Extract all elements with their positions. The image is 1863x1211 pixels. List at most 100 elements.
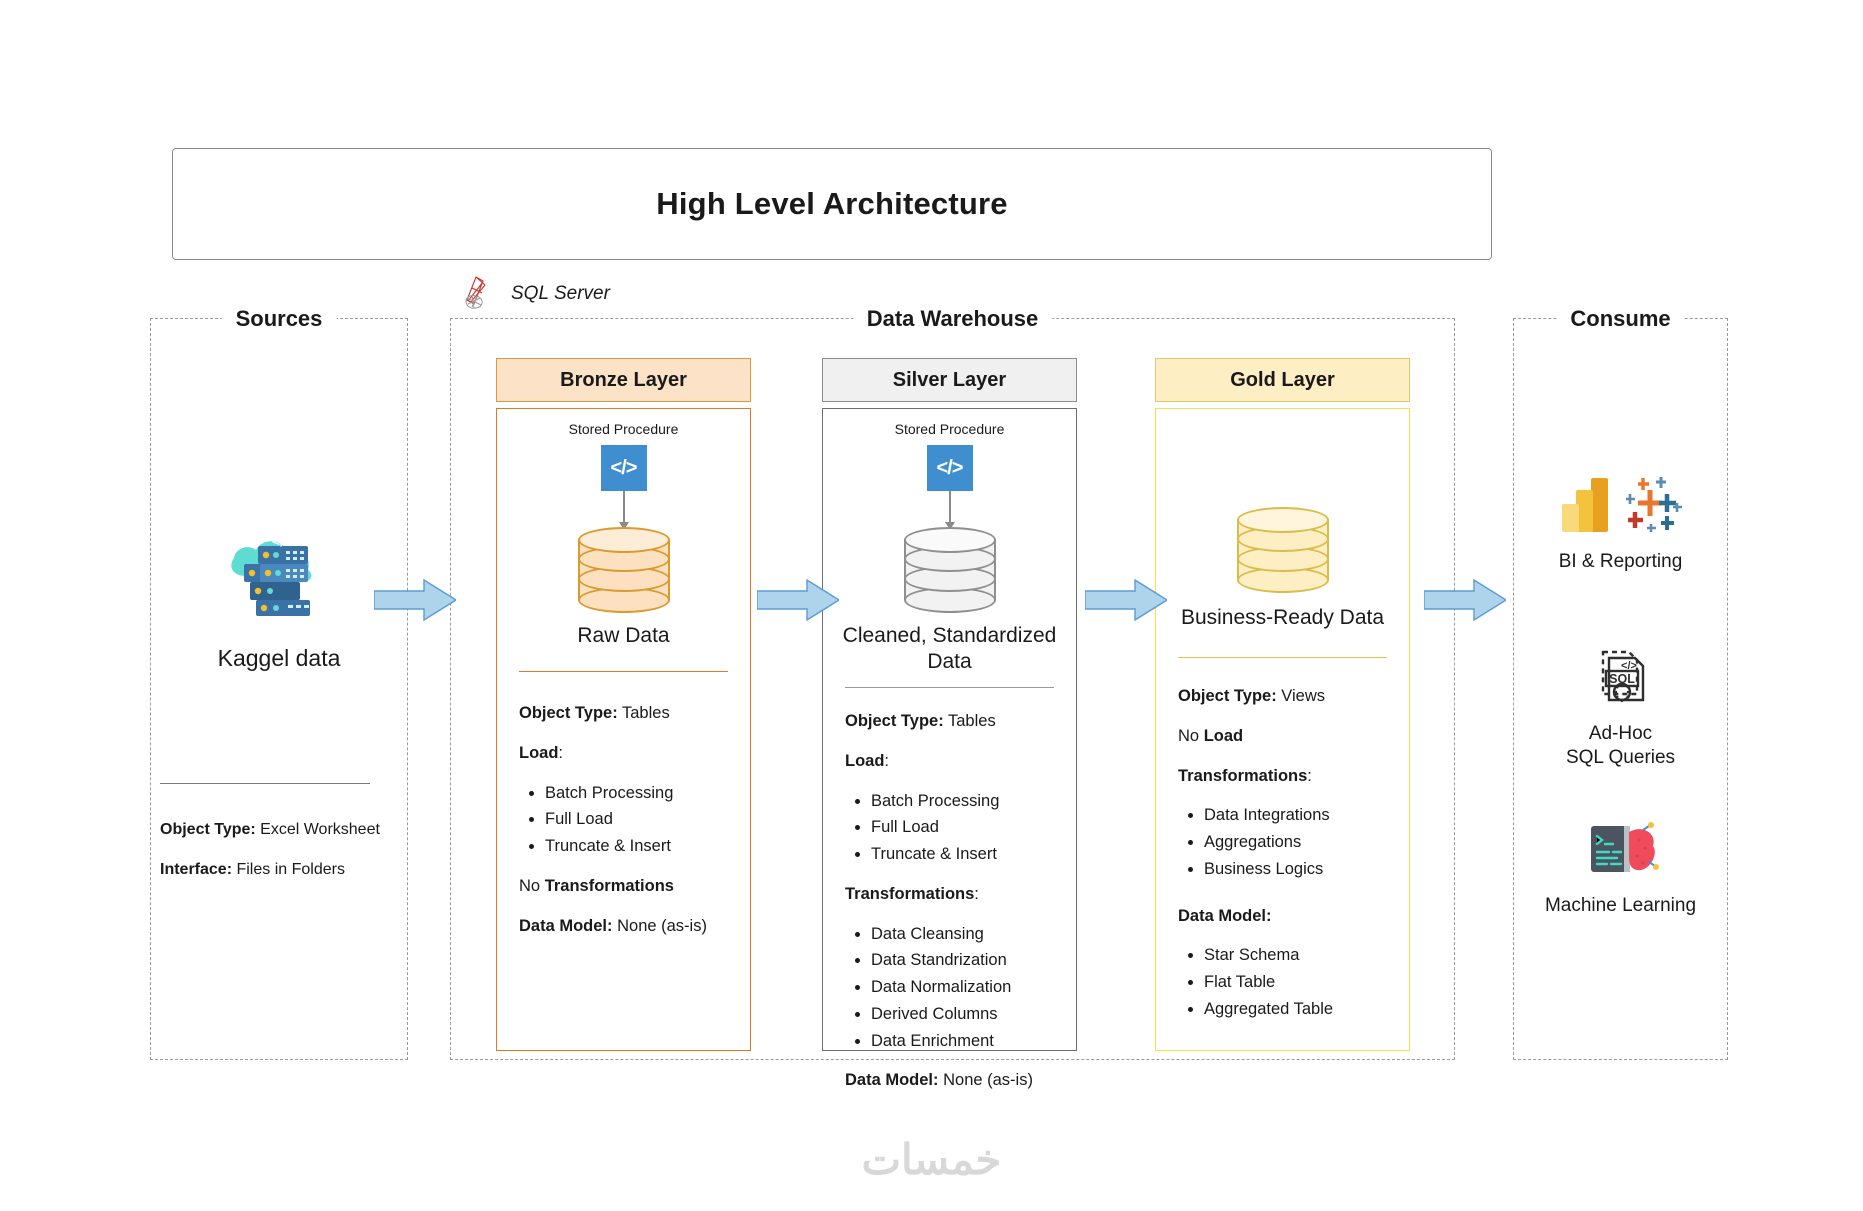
title-box: High Level Architecture <box>172 148 1492 260</box>
silver-transform-key: Transformations <box>845 884 975 903</box>
layer-divider-silver <box>845 687 1054 688</box>
list-item: Star Schema <box>1204 943 1395 968</box>
list-item: Data Integrations <box>1204 803 1395 828</box>
sp-arrow-silver <box>944 491 955 530</box>
gold-object-type-value: Views <box>1276 687 1326 705</box>
watermark: خمسات <box>861 1136 1002 1183</box>
source-meta-object-type: Object Type: Excel Worksheet <box>160 818 400 842</box>
power-bi-icon <box>1561 478 1608 532</box>
consume-item-machine-learning[interactable]: Machine Learning <box>1513 812 1728 918</box>
list-item: Data Standrization <box>871 948 1062 973</box>
bronze-load-suffix: : <box>558 743 564 762</box>
layer-divider-gold <box>1178 657 1387 658</box>
sql-document-gear-icon: SQL </> <box>1513 640 1728 714</box>
svg-text:SQL: SQL <box>1609 672 1635 686</box>
list-item: Batch Processing <box>545 781 736 806</box>
gold-object-type: Object Type: Views <box>1178 684 1395 709</box>
arrow-silver-to-gold <box>1085 578 1167 622</box>
list-item: Full Load <box>871 815 1062 840</box>
bronze-data-model: Data Model: None (as-is) <box>519 914 736 939</box>
layer-header-label-silver: Silver Layer <box>892 368 1007 391</box>
layer-text-silver: Object Type: Tables Load: Batch Processi… <box>845 709 1062 1108</box>
list-item: Data Enrichment <box>871 1029 1062 1054</box>
sql-server-label: SQL Server <box>511 283 610 304</box>
list-item: Data Cleansing <box>871 922 1062 947</box>
layer-body-bronze: Stored Procedure </> Raw Data Object Typ… <box>496 408 751 1051</box>
sql-server-badge: SQL Server <box>455 274 618 314</box>
bronze-load-list: Batch Processing Full Load Truncate & In… <box>545 781 736 859</box>
power-bi-tableau-icon <box>1513 468 1728 542</box>
layer-header-label-bronze: Bronze Layer <box>560 368 687 391</box>
silver-object-type: Object Type: Tables <box>845 709 1062 734</box>
silver-model-key: Data Model: <box>845 1071 939 1090</box>
layer-body-silver: Stored Procedure </> Cleaned, Standardiz… <box>822 408 1077 1089</box>
group-label-consume: Consume <box>1556 306 1685 332</box>
consume-caption-bi: BI & Reporting <box>1558 551 1683 572</box>
svg-text:</>: </> <box>1621 660 1637 672</box>
silver-model-value: None (as-is) <box>938 1071 1033 1090</box>
tableau-icon <box>1625 477 1682 532</box>
source-meta-value-2: Files in Folders <box>232 861 345 878</box>
kaggel-source-icon: </> <box>218 520 338 620</box>
gold-load-key: Load <box>1203 726 1244 745</box>
bronze-load-heading: Load: <box>519 741 736 766</box>
layer-header-gold: Gold Layer <box>1155 358 1410 402</box>
list-item: Business Logics <box>1204 857 1395 882</box>
source-meta-value-1: Excel Worksheet <box>255 821 380 838</box>
consume-item-bi-reporting[interactable]: BI & Reporting <box>1513 468 1728 574</box>
gold-load-prefix: No <box>1178 726 1204 745</box>
group-label-sources: Sources <box>221 306 337 332</box>
gold-model-key: Data Model: <box>1178 906 1272 925</box>
silver-transform-suffix: : <box>974 884 979 903</box>
sp-arrow-bronze <box>618 491 629 530</box>
list-item: Batch Processing <box>871 789 1062 814</box>
list-item: Truncate & Insert <box>545 834 736 859</box>
bronze-model-key: Data Model: <box>519 916 613 935</box>
silver-transform-heading: Transformations: <box>845 882 1062 907</box>
gold-load-heading: No Load <box>1178 724 1395 749</box>
sql-server-icon <box>465 276 486 309</box>
layer-caption-gold: Business-Ready Data <box>1180 606 1385 629</box>
source-divider <box>160 783 370 784</box>
layer-text-gold: Object Type: Views No Load Transformatio… <box>1178 684 1395 1037</box>
database-cylinder-icon <box>1236 507 1329 593</box>
source-caption: Kaggel data <box>217 645 341 671</box>
layer-caption-bronze: Raw Data <box>577 624 670 647</box>
bronze-model-value: None (as-is) <box>612 916 707 935</box>
group-consume: Consume <box>1513 306 1728 1060</box>
svg-text:</>: </> <box>272 533 292 549</box>
code-brackets-icon: </> <box>600 445 647 491</box>
silver-object-type-value: Tables <box>943 712 996 730</box>
silver-load-key: Load <box>845 751 885 770</box>
consume-item-adhoc-sql[interactable]: SQL </> Ad-Hoc SQL Queries <box>1513 640 1728 770</box>
list-item: Full Load <box>545 807 736 832</box>
gold-model-list: Star Schema Flat Table Aggregated Table <box>1204 943 1395 1021</box>
bronze-transform-prefix: No <box>519 876 545 895</box>
silver-transform-list: Data Cleansing Data Standrization Data N… <box>871 922 1062 1054</box>
source-meta-key-1: Object Type: <box>160 821 256 838</box>
gold-transform-key: Transformations <box>1178 766 1308 785</box>
bronze-load-key: Load <box>519 743 559 762</box>
database-cylinder-icon <box>903 527 996 613</box>
layer-header-silver: Silver Layer <box>822 358 1077 402</box>
silver-load-list: Batch Processing Full Load Truncate & In… <box>871 789 1062 867</box>
bronze-object-type-key: Object Type: <box>519 704 618 722</box>
layer-body-gold: Business-Ready Data Object Type: Views N… <box>1155 408 1410 1051</box>
bronze-object-type: Object Type: Tables <box>519 701 736 726</box>
list-item: Derived Columns <box>871 1002 1062 1027</box>
list-item: Data Normalization <box>871 975 1062 1000</box>
layer-divider-bronze <box>519 671 728 672</box>
list-item: Aggregated Table <box>1204 997 1395 1022</box>
arrow-bronze-to-silver <box>757 578 839 622</box>
source-meta-interface: Interface: Files in Folders <box>160 858 400 882</box>
page-title: High Level Architecture <box>656 186 1008 221</box>
consume-caption-adhoc: Ad-Hoc SQL Queries <box>1565 723 1676 768</box>
list-item: Aggregations <box>1204 830 1395 855</box>
gold-transform-heading: Transformations: <box>1178 764 1395 789</box>
bronze-object-type-value: Tables <box>617 704 670 722</box>
arrow-gold-to-consume <box>1424 578 1506 622</box>
silver-load-heading: Load: <box>845 749 1062 774</box>
stored-procedure-label-silver: Stored Procedure <box>894 421 1005 437</box>
group-sources: Sources <box>150 306 408 1060</box>
